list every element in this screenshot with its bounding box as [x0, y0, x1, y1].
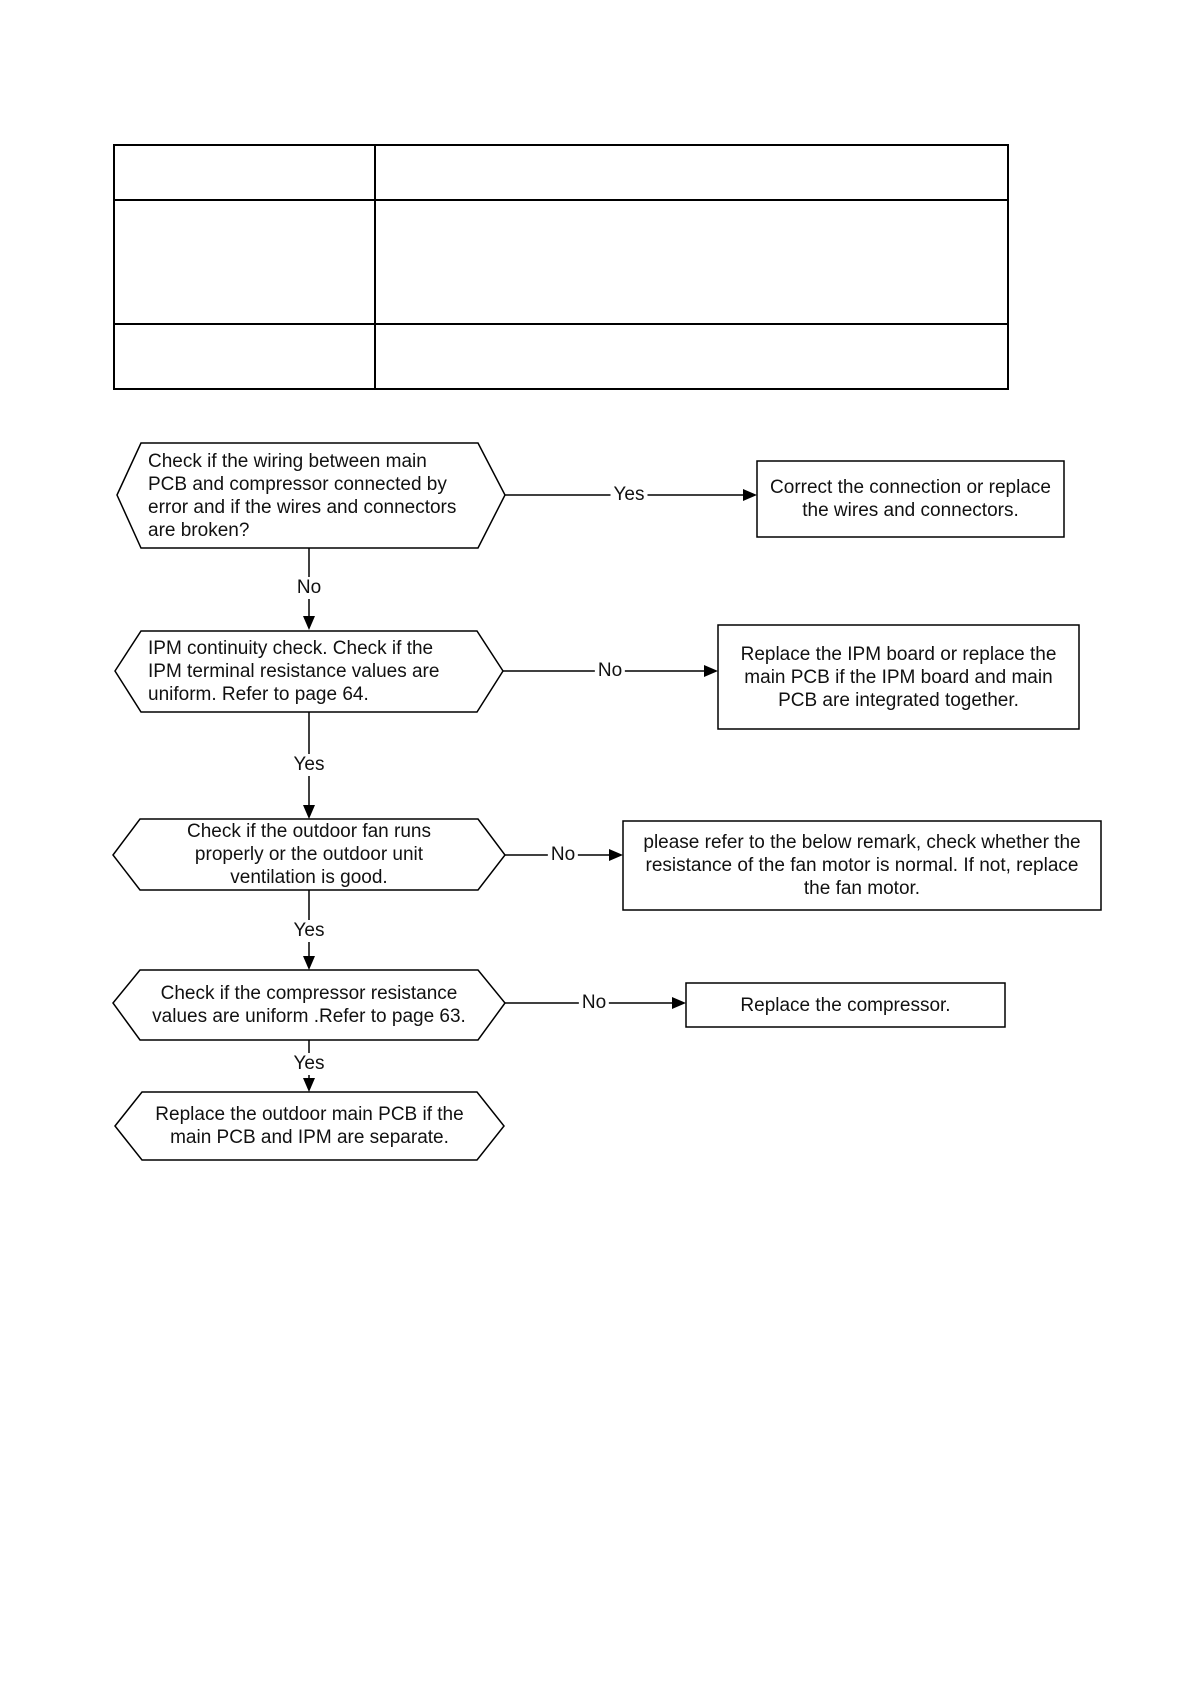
table-cell-r3c1 [115, 325, 376, 388]
arrowhead-to-compressor-check [303, 956, 315, 970]
terminal-replace-outdoor-main-pcb-text: Replace the outdoor main PCB if the main… [155, 1104, 464, 1148]
edge-label-ipm-yes: Yes [290, 754, 328, 776]
decision-outdoor-fan-check-text: Check if the outdoor fan runs properly o… [187, 821, 431, 888]
arrowhead-to-replace-ipm [704, 665, 718, 677]
table-cell-r2c1 [115, 201, 376, 325]
edge-label-fan-no: No [547, 844, 579, 866]
action-check-fan-motor [622, 820, 1102, 911]
action-check-fan-motor-text: please refer to the below remark, check … [643, 832, 1081, 899]
edge-label-compressor-yes: Yes [290, 1053, 328, 1075]
action-replace-compressor-text: Replace the compressor. [740, 994, 951, 1016]
edge-label-wiring-yes: Yes [610, 484, 648, 506]
edge-label-wiring-no: No [293, 577, 325, 599]
decision-outdoor-fan-check [112, 818, 506, 891]
decision-ipm-continuity-check-text: IPM continuity check. Check if the IPM t… [148, 638, 440, 705]
decision-wiring-check-text: Check if the wiring between main PCB and… [148, 450, 457, 541]
spec-table [113, 144, 1009, 390]
terminal-replace-outdoor-main-pcb [114, 1091, 505, 1161]
action-correct-connection [756, 460, 1065, 538]
action-replace-compressor [685, 982, 1006, 1028]
arrowhead-to-fan-motor [609, 849, 623, 861]
arrowhead-to-replace-pcb [303, 1078, 315, 1092]
decision-wiring-check [116, 442, 506, 549]
action-correct-connection-text: Correct the connection or replace the wi… [770, 477, 1051, 521]
decision-compressor-resistance-check-text: Check if the compressor resistance value… [152, 983, 466, 1027]
arrowhead-to-ipm-check [303, 616, 315, 630]
decision-ipm-continuity-check [114, 630, 504, 713]
table-cell-r1c1 [115, 146, 376, 201]
table-cell-r1c2 [376, 146, 1007, 201]
edge-label-ipm-no: No [594, 660, 626, 682]
action-replace-ipm-board-text: Replace the IPM board or replace the mai… [740, 643, 1057, 711]
arrowhead-to-fan-check [303, 805, 315, 819]
arrowhead-to-replace-compressor [672, 997, 686, 1009]
action-replace-ipm-board [717, 624, 1080, 730]
decision-compressor-resistance-check [112, 969, 506, 1041]
edge-label-compressor-no: No [578, 992, 610, 1014]
edge-label-fan-yes: Yes [290, 920, 328, 942]
table-cell-r2c2 [376, 201, 1007, 325]
arrowhead-to-correct-connection [743, 489, 757, 501]
